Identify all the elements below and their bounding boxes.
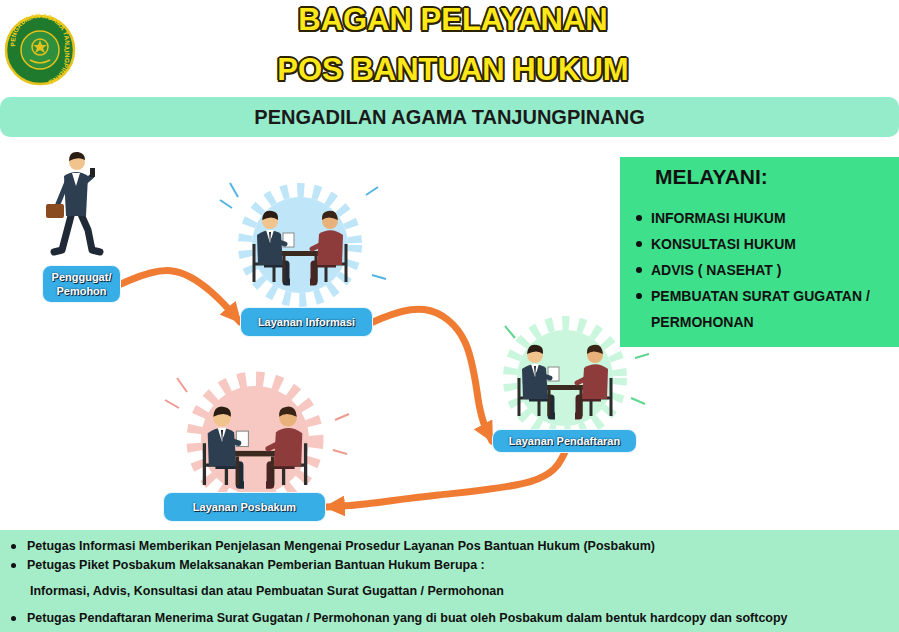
text-row: ADVIS ( NASEHAT ) — [636, 257, 893, 283]
burst-spikes — [245, 190, 355, 300]
node-text: Informasi, Advis, Konsultasi dan atau Pe… — [30, 582, 891, 601]
flow-arrow — [121, 271, 240, 322]
logo-text-layer: PENGADILAN AGAMA TANJUNGPINANG — [9, 12, 71, 86]
burst-spikes — [194, 379, 316, 501]
logo-star — [33, 40, 47, 53]
burst-posbakum — [165, 378, 349, 501]
text-row: KONSULTASI HUKUM — [636, 231, 893, 257]
node-text: Penggugat/ Pemohon — [49, 270, 114, 298]
node-text: Layanan Informasi — [258, 315, 355, 329]
text-row: Petugas Piket Posbakum Melaksanakan Pemb… — [11, 556, 891, 575]
burst — [252, 197, 348, 293]
burst — [201, 386, 309, 494]
bullet-dot — [636, 241, 642, 247]
node-text: Layanan Posbakum — [193, 500, 296, 514]
node-text: KONSULTASI HUKUM — [651, 231, 893, 257]
bullet-dot — [11, 563, 16, 568]
node-text: PENGADILAN AGAMA TANJUNGPINANG — [254, 104, 644, 130]
sparkle — [165, 378, 349, 454]
services-panel: MELAYANI: INFORMASI HUKUMKONSULTASI HUKUM… — [620, 157, 899, 347]
logo-label-path: PENGADILAN AGAMA TANJUNGPINANG — [9, 12, 71, 86]
node-text: Petugas Piket Posbakum Melaksanakan Pemb… — [27, 556, 891, 575]
burst — [517, 330, 613, 426]
meeting-scene — [204, 407, 305, 485]
flow-arrow — [373, 309, 492, 441]
leg — [80, 212, 100, 252]
shirt — [72, 173, 80, 186]
service-pill: Layanan Posbakum — [163, 492, 326, 522]
bullet-dot — [636, 215, 642, 221]
burst-info — [220, 183, 386, 300]
role-pill: Penggugat/ Pemohon — [42, 265, 121, 303]
meeting-scene — [519, 345, 611, 416]
node-text: Petugas Informasi Memberikan Penjelasan … — [27, 537, 891, 556]
diagram-title: BAGAN PELAYANAN POS BANTUAN HUKUM — [268, 0, 638, 95]
service-pill: Layanan Informasi — [240, 307, 373, 337]
node-text: ADVIS ( NASEHAT ) — [651, 257, 893, 283]
node-text: Petugas Pendaftaran Menerima Surat Gugat… — [27, 609, 891, 628]
text-row: INFORMASI HUKUM — [636, 205, 893, 231]
bullet-dot — [636, 267, 642, 273]
text-row: PEMBUATAN SURAT GUGATAN / PERMOHONAN — [636, 283, 893, 335]
burst-spikes — [510, 323, 620, 433]
bullet-dot — [11, 544, 16, 549]
service-pill: Layanan Pendaftaran — [492, 429, 637, 453]
sparkle — [220, 183, 386, 279]
meeting-scene — [254, 211, 346, 282]
text-row: Layanan Pendaftaran — [509, 434, 620, 448]
notes-band: Petugas Informasi Memberikan Penjelasan … — [0, 530, 899, 632]
node-text: MELAYANI: — [655, 165, 893, 189]
text-row: Informasi, Advis, Konsultasi dan atau Pe… — [11, 582, 891, 601]
phone — [90, 168, 95, 177]
logo-wreath — [30, 60, 50, 63]
arm — [58, 182, 67, 204]
node-text: INFORMASI HUKUM — [651, 205, 893, 231]
logo-inner — [21, 31, 59, 69]
text-row: Layanan Informasi — [258, 315, 355, 329]
logo-emblem — [32, 39, 48, 55]
text-row: Petugas Informasi Memberikan Penjelasan … — [11, 537, 891, 556]
text-row: Petugas Pendaftaran Menerima Surat Gugat… — [11, 609, 891, 628]
text-row: Penggugat/ Pemohon — [49, 270, 114, 298]
hair — [69, 152, 85, 161]
node-text: PEMBUATAN SURAT GUGATAN / PERMOHONAN — [651, 283, 893, 335]
flow-arrow — [326, 453, 565, 507]
bullet-dot — [636, 293, 642, 299]
suit — [64, 172, 88, 216]
text-row: PENGADILAN AGAMA TANJUNGPINANG — [254, 104, 644, 130]
text-row: MELAYANI: — [636, 165, 893, 189]
node-text: Layanan Pendaftaran — [509, 434, 620, 448]
logo-label: PENGADILAN AGAMA TANJUNGPINANG — [9, 12, 71, 86]
logo: PENGADILAN AGAMA TANJUNGPINANG — [6, 12, 74, 86]
walking-person — [46, 152, 100, 252]
text-row: Layanan Posbakum — [193, 500, 296, 514]
briefcase — [46, 204, 64, 218]
bullet-dot — [11, 616, 16, 621]
header-band: PENGADILAN AGAMA TANJUNGPINANG — [0, 97, 899, 137]
